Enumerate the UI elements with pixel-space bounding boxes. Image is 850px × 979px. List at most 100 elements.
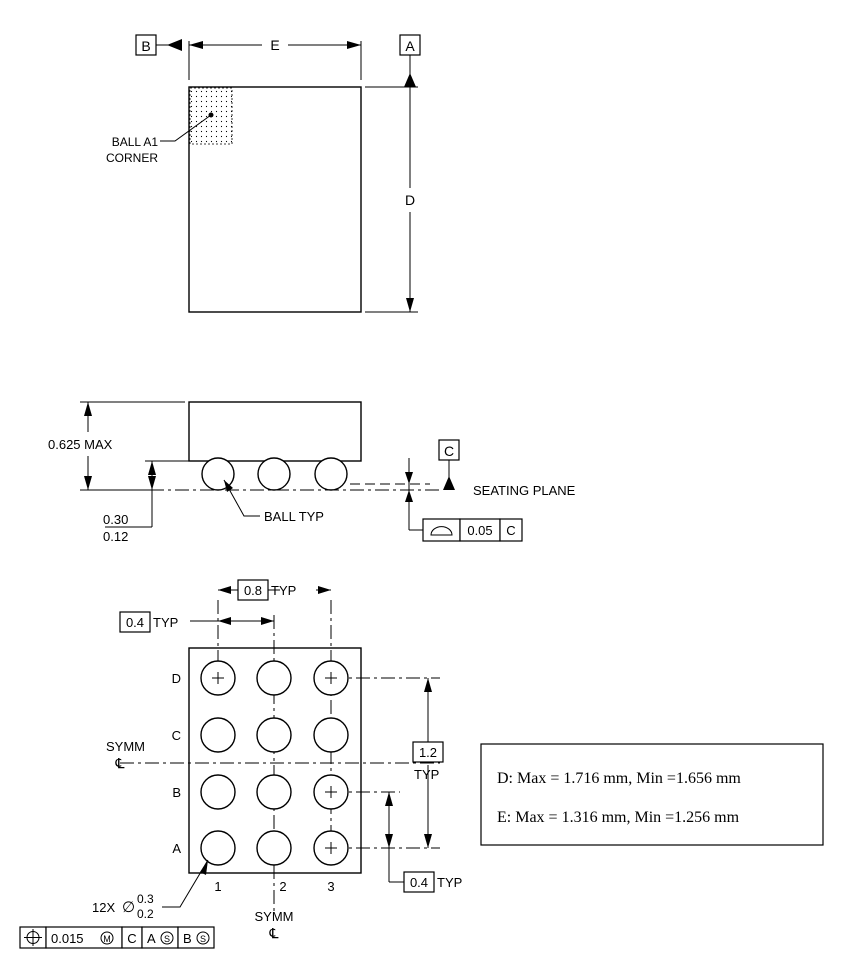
symm-label-left: SYMM [106, 739, 145, 754]
mmc-modifier-letter: M [103, 934, 111, 944]
standoff-arrow-bottom [148, 476, 156, 490]
rfs-modifier-icon-a [160, 931, 174, 945]
spec-d-line: D: Max = 1.716 mm, Min =1.656 mm [497, 770, 741, 787]
datum-a-label: A [405, 38, 415, 54]
pitch-x-half-box [119, 611, 151, 633]
pitch-x-arrow-left [218, 586, 231, 594]
e-arrow-right [347, 41, 361, 49]
pitch-x-half-arrow-right [261, 617, 274, 625]
ball-b1 [200, 774, 236, 810]
ball-dia-arrow [200, 860, 208, 875]
standoff-max-label: 0.30 [103, 512, 128, 527]
d-dim-label: D [405, 192, 415, 208]
side-ball-2 [257, 457, 291, 491]
coplanarity-datum: C [506, 523, 515, 538]
surface-profile-icon [430, 526, 453, 536]
ball-count-label: 12X [92, 900, 115, 915]
height-arrow-top [84, 402, 92, 416]
spec-e-line: E: Max = 1.316 mm, Min =1.256 mm [497, 809, 740, 826]
datum-c-label: C [444, 443, 454, 459]
coplanarity-arrow-top [405, 472, 413, 484]
position-datum-b: B [183, 931, 192, 946]
datum-b-label: B [141, 38, 150, 54]
ball-typ-label: BALL TYP [264, 509, 324, 524]
position-tolerance-frame: 0.015 M C A S B S [19, 926, 215, 949]
pitch-y-value: 1.2 [419, 745, 437, 760]
pitch-y-half-arrow-top [385, 792, 393, 806]
ball-dia-min: 0.2 [137, 907, 154, 921]
ball-a1 [200, 830, 236, 866]
standoff-min-label: 0.12 [103, 529, 128, 544]
ball-typ-leader [223, 479, 260, 517]
position-value: 0.015 [51, 931, 84, 946]
top-view: B E A BALL A1 CORNER D [106, 34, 421, 313]
ball-d2 [256, 660, 292, 696]
col-label-2: 2 [279, 879, 286, 894]
pitch-y-arrow-bottom [424, 834, 432, 848]
ball-center-marks [212, 672, 337, 854]
pitch-x-typ: TYP [271, 583, 296, 598]
ball-typ-arrow [224, 480, 233, 492]
standoff-arrow-top [148, 461, 156, 475]
symm-centerline-icon-left: ℄ [115, 755, 125, 771]
package-side-body [188, 401, 362, 462]
row-label-c: C [172, 728, 181, 743]
pitch-y-half-typ: TYP [437, 875, 462, 890]
col-label-1: 1 [214, 879, 221, 894]
ball-a1-label-line1: BALL A1 [112, 135, 159, 149]
side-ball-3 [314, 457, 348, 491]
row-label-d: D [172, 671, 181, 686]
pitch-y-arrow-top [424, 678, 432, 692]
datum-c-triangle [443, 476, 455, 490]
pitch-y-box [412, 741, 444, 763]
col-label-3: 3 [327, 879, 334, 894]
coplanarity-value: 0.05 [467, 523, 492, 538]
e-arrow-left [189, 41, 203, 49]
datum-b-triangle [167, 39, 182, 51]
e-dim-label: E [270, 37, 279, 53]
pitch-x-half-arrow-left [218, 617, 231, 625]
row-label-b: B [172, 785, 181, 800]
rfs-modifier-icon-b [196, 931, 210, 945]
pitch-y-half-arrow-bottom [385, 834, 393, 848]
datum-a-triangle [404, 73, 416, 87]
mmc-modifier-icon [100, 931, 114, 945]
pitch-x-half-typ: TYP [153, 615, 178, 630]
ball-dia-max: 0.3 [137, 892, 154, 906]
pitch-x-box [237, 579, 269, 601]
dimension-spec-box: D: Max = 1.716 mm, Min =1.656 mm E: Max … [480, 743, 824, 846]
pitch-x-value: 0.8 [244, 583, 262, 598]
ball-c2 [256, 717, 292, 753]
pitch-x-half-value: 0.4 [126, 615, 144, 630]
pitch-y-half-value: 0.4 [410, 875, 428, 890]
position-datum-a: A [147, 931, 156, 946]
ball-dia-leader [162, 859, 209, 908]
ball-c1 [200, 717, 236, 753]
side-view: 0.625 MAX 0.30 0.12 BALL TYP 0.05 C C [48, 401, 576, 544]
position-icon [24, 929, 42, 946]
coplanarity-frame: 0.05 C [422, 518, 523, 542]
d-arrow-bottom [406, 298, 414, 312]
pitch-y-typ: TYP [414, 767, 439, 782]
ball-a1-label-line2: CORNER [106, 151, 158, 165]
pitch-y-half-box [403, 871, 435, 893]
bottom-view: D C B A 1 2 3 0.8 TYP 0.4 TYP 1.2 TYP [19, 579, 462, 949]
symm-label-bottom: SYMM [255, 909, 294, 924]
position-datum-c: C [127, 931, 136, 946]
diameter-icon: ∅ [122, 899, 135, 916]
package-top-outline [188, 86, 362, 313]
ball-a2 [256, 830, 292, 866]
seating-plane-label: SEATING PLANE [473, 483, 576, 498]
rfs-letter-b: S [200, 934, 206, 944]
coplanarity-arrow-bottom [405, 490, 413, 502]
rfs-letter-a: S [164, 934, 170, 944]
height-max-label: 0.625 MAX [48, 437, 113, 452]
symm-centerline-icon-bottom: ℄ [269, 925, 279, 941]
package-bottom-outline [188, 647, 362, 874]
row-label-a: A [172, 841, 181, 856]
pitch-x-arrow-right [318, 586, 331, 594]
ball-b2 [256, 774, 292, 810]
height-arrow-bottom [84, 476, 92, 490]
ball-c3 [313, 717, 349, 753]
